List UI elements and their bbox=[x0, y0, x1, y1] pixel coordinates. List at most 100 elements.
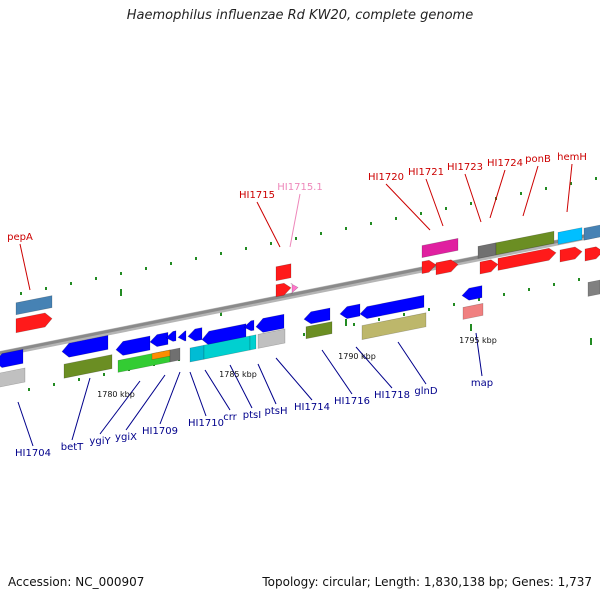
tick-upper bbox=[420, 212, 422, 215]
tick-upper bbox=[45, 287, 47, 290]
gene-label-HI1720: HI1720 bbox=[368, 172, 404, 183]
gene-label-HI1704: HI1704 bbox=[15, 448, 51, 459]
tick-lower bbox=[528, 288, 530, 291]
tick-lower bbox=[553, 283, 555, 286]
tick-upper bbox=[95, 277, 97, 280]
tick-upper bbox=[595, 177, 597, 180]
gene-bar-edge-band bbox=[583, 224, 600, 241]
gene-bar-HI1714-band bbox=[305, 321, 333, 340]
scale-label: 1785 kbp bbox=[219, 370, 257, 379]
tick-upper bbox=[195, 257, 197, 260]
tick-lower bbox=[403, 313, 405, 316]
accession-label: Accession: bbox=[8, 575, 72, 589]
tick-upper bbox=[245, 247, 247, 250]
label-leaders bbox=[17, 163, 573, 447]
gene-bar-HI1720 bbox=[421, 259, 437, 274]
tick-lower bbox=[53, 383, 55, 386]
gene-bar-HI1710 bbox=[177, 330, 187, 342]
gene-bar-hemH bbox=[559, 246, 583, 263]
gene-label-ptsH: ptsH bbox=[265, 406, 288, 417]
leader-HI1716 bbox=[321, 349, 353, 395]
tick-major bbox=[120, 289, 122, 296]
gene-bar-HI1704-band bbox=[0, 367, 26, 388]
gene-label-pepA: pepA bbox=[7, 232, 33, 243]
gene-bar-ptsH-band bbox=[257, 328, 286, 349]
tick-upper bbox=[120, 272, 122, 275]
gene-bar-HI1724-band bbox=[495, 230, 555, 256]
gene-bar-HI1710b bbox=[187, 327, 203, 342]
gene-bar-pepA-band bbox=[15, 295, 53, 316]
tick-upper bbox=[545, 187, 547, 190]
tick-lower bbox=[478, 298, 480, 301]
gene-bar-edge bbox=[584, 246, 600, 262]
gene-label-betT: betT bbox=[61, 442, 84, 453]
leader-HI1715.1 bbox=[289, 193, 301, 248]
gene-bar-hemH-band bbox=[557, 227, 583, 245]
gene-bar-HI1709 bbox=[165, 330, 177, 342]
tick-lower bbox=[28, 388, 30, 391]
gene-bar-edge-right bbox=[587, 279, 600, 297]
leader-glnD bbox=[397, 341, 427, 385]
gene-label-glnD: glnD bbox=[414, 386, 437, 397]
leader-HI1714 bbox=[275, 357, 313, 401]
gene-bar-HI1718 bbox=[359, 294, 425, 319]
gene-bar-HI1720-band bbox=[421, 238, 459, 258]
scale-label: 1780 kbp bbox=[97, 390, 135, 399]
gene-bar-ptsI bbox=[243, 319, 255, 332]
tick-lower bbox=[353, 323, 355, 326]
leader-HI1720 bbox=[385, 183, 431, 231]
gene-label-HI1710: HI1710 bbox=[188, 418, 224, 429]
leader-ptsI bbox=[229, 364, 253, 409]
tick-upper bbox=[320, 232, 322, 235]
leader-HI1723 bbox=[464, 173, 482, 223]
gene-bar-HI1715b bbox=[275, 282, 292, 298]
gene-bar-ygiX bbox=[149, 332, 169, 347]
tick-upper bbox=[170, 262, 172, 265]
tick-upper bbox=[345, 227, 347, 230]
accession-value: NC_000907 bbox=[75, 575, 145, 589]
gene-bar-ptsI-band bbox=[249, 334, 257, 351]
tick-upper bbox=[570, 182, 572, 185]
gene-label-HI1709: HI1709 bbox=[142, 426, 178, 437]
gene-bar-HI1715-1 bbox=[290, 283, 299, 295]
leader-HI1715 bbox=[256, 201, 281, 248]
gene-label-HI1718: HI1718 bbox=[374, 390, 410, 401]
tick-upper bbox=[370, 222, 372, 225]
gene-bar-betT-band bbox=[63, 354, 113, 379]
tick-major bbox=[590, 338, 592, 345]
leader-HI1721 bbox=[425, 178, 444, 227]
gene-label-ygiX: ygiX bbox=[115, 432, 137, 443]
gene-label-crr: crr bbox=[223, 412, 237, 423]
gene-bar-crr-band-a bbox=[189, 344, 205, 363]
gene-label-hemH: hemH bbox=[557, 152, 587, 163]
tick-upper bbox=[20, 292, 22, 295]
gene-bar-betT bbox=[61, 335, 109, 358]
tick-lower bbox=[503, 293, 505, 296]
leader-betT bbox=[71, 377, 91, 441]
gene-label-HI1723: HI1723 bbox=[447, 162, 483, 173]
tick-upper bbox=[445, 207, 447, 210]
leader-map bbox=[475, 332, 483, 377]
gene-bar-HI1709-band bbox=[169, 347, 181, 363]
tick-lower bbox=[78, 378, 80, 381]
leader-HI1724 bbox=[489, 169, 506, 219]
tick-lower bbox=[428, 308, 430, 311]
gene-bar-ygiY bbox=[115, 335, 151, 356]
tick-lower bbox=[103, 373, 105, 376]
genome-stats: Topology: circular; Length: 1,830,138 bp… bbox=[262, 575, 592, 589]
gene-label-HI1715: HI1715 bbox=[239, 190, 275, 201]
scale-label: 1795 kbp bbox=[459, 336, 497, 345]
leader-ygiY bbox=[99, 380, 141, 435]
leader-pepA bbox=[19, 243, 31, 291]
leader-ygiX bbox=[125, 374, 166, 431]
tick-lower bbox=[378, 318, 380, 321]
leader-HI1704 bbox=[17, 401, 34, 447]
gene-bar-HI1704 bbox=[0, 349, 24, 368]
gene-bar-pepA bbox=[15, 312, 53, 334]
leader-ptsH bbox=[257, 363, 277, 405]
leader-ponB bbox=[522, 165, 539, 217]
gene-bar-HI1721 bbox=[435, 259, 459, 276]
